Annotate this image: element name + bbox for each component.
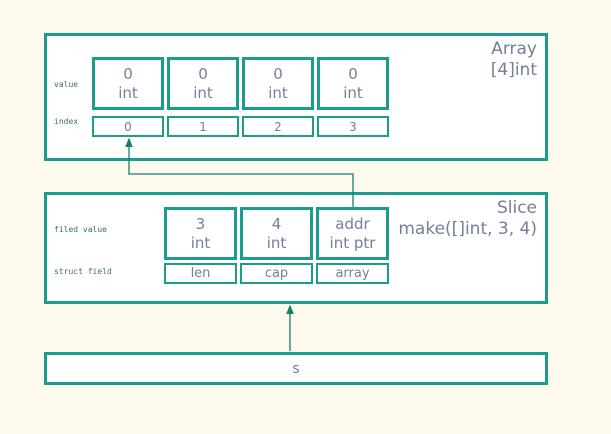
struct-field-row-label: struct field [54,267,112,276]
array-value-cell-1: 0 int [167,57,239,110]
cell-value: 4 [271,214,282,233]
cell-type: int [118,83,138,102]
cell-type: int [343,83,363,102]
array-value-cell-3: 0 int [317,57,389,110]
slice-struct-cell-cap: cap [240,263,313,284]
slice-cap-value-cell: 4 int [240,207,313,260]
value-row-label: value [54,80,79,89]
slice-array-pointer-cell: addr int ptr [316,207,389,260]
arrow-s-to-slice [286,304,294,351]
array-title-type: [4]int [490,60,537,80]
cell-type: int [190,233,211,252]
cell-value: 3 [195,214,206,233]
cell-type: int [266,233,287,252]
array-index-cell-0: 0 [92,116,164,137]
array-value-cell-2: 0 int [242,57,314,110]
cell-type: int [193,83,213,102]
cell-value: 0 [198,64,208,83]
slice-struct-row: len cap array [164,263,389,284]
index-row-label: index [54,117,79,126]
array-index-cell-2: 2 [242,116,314,137]
cell-value: 0 [123,64,133,83]
variable-label: s [292,360,300,377]
slice-struct-cell-array: array [316,263,389,284]
cell-value: addr [335,214,370,233]
cell-value: 0 [348,64,358,83]
slice-make-expr: make([]int, 3, 4) [398,219,537,239]
cell-type: int ptr [329,233,376,252]
array-index-row: 0 1 2 3 [92,116,389,137]
slice-field-row: 3 int 4 int addr int ptr [164,207,389,260]
slice-len-value-cell: 3 int [164,207,237,260]
array-value-row: 0 int 0 int 0 int 0 int [92,57,389,110]
array-title: Array [4]int [491,39,537,81]
slice-title: Slice make([]int, 3, 4) [398,198,537,240]
array-value-cell-0: 0 int [92,57,164,110]
slice-struct-cell-len: len [164,263,237,284]
array-index-cell-1: 1 [167,116,239,137]
slice-title-name: Slice [496,198,537,218]
array-box: Array [4]int value 0 int 0 int 0 int 0 i… [44,33,548,161]
cell-type: int [268,83,288,102]
slice-box: Slice make([]int, 3, 4) filed value 3 in… [44,192,548,304]
field-value-row-label: filed value [54,225,107,234]
variable-box: s [44,352,548,385]
array-title-name: Array [491,39,537,59]
array-index-cell-3: 3 [317,116,389,137]
cell-value: 0 [273,64,283,83]
